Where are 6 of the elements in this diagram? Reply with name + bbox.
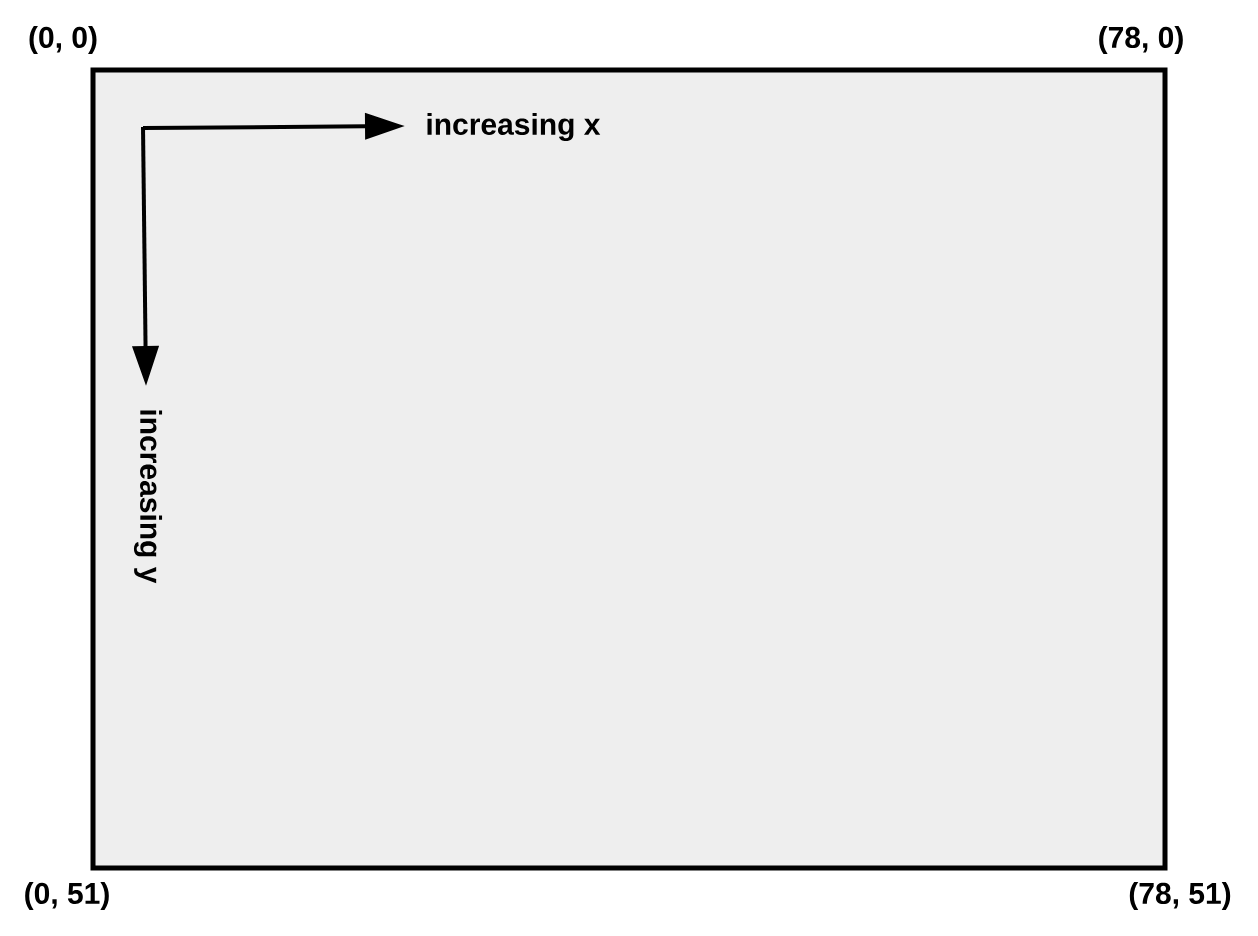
- axis-label: increasing y: [133, 410, 163, 584]
- corner-label: (78, 0): [1099, 26, 1183, 54]
- axis-label: increasing x: [427, 112, 601, 142]
- corner-label: (0, 0): [29, 26, 97, 54]
- corner-label: (0, 51): [25, 882, 109, 910]
- corner-label: (78, 51): [1129, 882, 1231, 910]
